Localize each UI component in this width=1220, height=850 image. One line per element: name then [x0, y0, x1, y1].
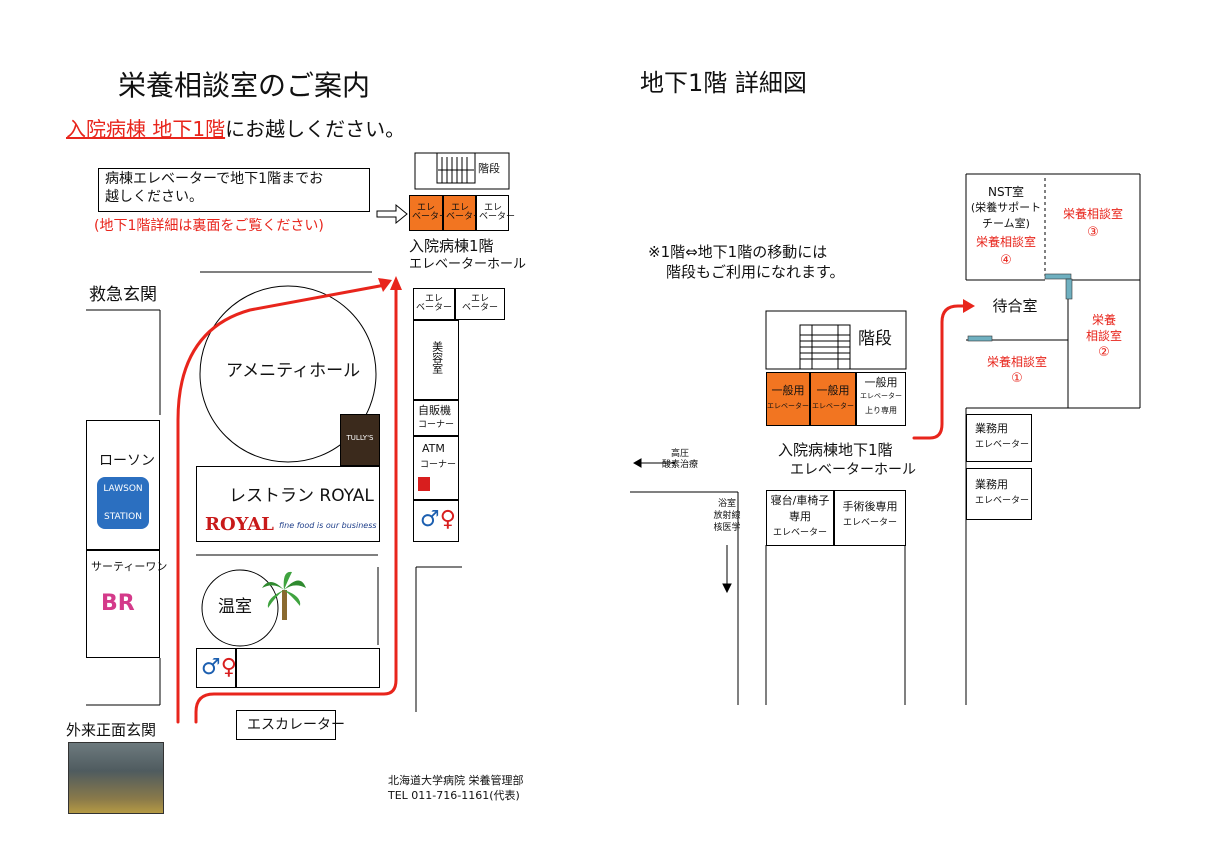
lawson-logo: LAWSON STATION	[97, 477, 149, 529]
bath-line2: 放射線	[713, 511, 741, 521]
thirtyone-store: サーティーワン BR	[86, 550, 167, 658]
lawson-store: ローソン LAWSON STATION	[86, 420, 160, 550]
toilet-left: ♂♀	[196, 648, 237, 688]
general-elevator-2: 一般用 エレベーター	[810, 372, 856, 426]
general-elevator-3: 一般用 エレベーター 上り専用	[856, 372, 906, 426]
left-subtitle: 入院病棟 地下1階にお越しください。	[66, 118, 405, 141]
vending-corner: 自販機 コーナー	[413, 400, 459, 436]
palm-tree-icon	[262, 571, 306, 620]
route-arrow-icon	[176, 283, 968, 724]
toilet-icon: ♂♀	[201, 655, 237, 680]
post-box-icon	[418, 477, 430, 491]
main-entrance-photo	[68, 742, 164, 814]
left-note-box: 病棟エレベーターで地下1階までお 越しください。	[98, 168, 370, 212]
bath-line3: 核医学	[713, 523, 741, 533]
post-op-elevator: 手術後専用 エレベーター	[834, 490, 906, 546]
elevator-hall-1f-line1: 入院病棟1階	[409, 237, 494, 255]
left-elevator-2: エレ ベーター	[443, 195, 482, 231]
footer-dept: 北海道大学病院 栄養管理部	[388, 774, 524, 787]
elevator-hall-b1-line2: エレベーターホール	[790, 462, 916, 478]
right-note-line2: 階段もご利用になれます。	[666, 263, 845, 281]
toilet-right: ♂♀	[413, 500, 459, 542]
consult-room-2-line1: 栄養	[1091, 313, 1116, 327]
elevator-hall-b1-line1: 入院病棟地下1階	[778, 441, 893, 459]
subtitle-highlight: 入院病棟 地下1階	[66, 117, 226, 141]
general-elevator-1: 一般用 エレベーター	[766, 372, 810, 426]
consult-room-4-num: ④	[1000, 253, 1012, 268]
left-elevator-3: エレ ベーター	[476, 195, 515, 231]
right-note-line1: ※1階⇔地下1階の移動には	[648, 243, 828, 261]
nst-room-line2: (栄養サポート	[970, 201, 1042, 214]
consult-room-4: 栄養相談室	[975, 235, 1036, 249]
bed-wheelchair-elevator: 寝台/車椅子 専用 エレベーター	[766, 490, 834, 546]
left-note-line2: 越しください。	[105, 189, 203, 205]
br-logo: BR	[101, 591, 135, 616]
shop-strip	[236, 648, 380, 688]
footer-tel: TEL 011-716-1161(代表)	[388, 789, 520, 802]
beauty-salon: 美容室	[413, 320, 459, 400]
left-elevator-5: エレ ベーター	[455, 288, 505, 320]
service-elevator-1: 業務用 エレベーター	[966, 414, 1032, 462]
left-title: 栄養相談室のご案内	[118, 69, 371, 102]
arrow-right-outline-icon	[376, 203, 408, 225]
amenity-hall-label: アメニティホール	[226, 361, 361, 381]
left-stairs-label: 階段	[478, 162, 500, 175]
escalator: エスカレーター	[236, 710, 345, 740]
consult-room-2-line2: 相談室	[1085, 329, 1122, 343]
restaurant-royal: レストラン ROYAL ROYAL fine food is our busin…	[196, 466, 380, 542]
tullys-logo: TULLY'S	[340, 414, 380, 466]
left-elevator-4: エレ ベーター	[413, 288, 455, 320]
waiting-room: 待合室	[992, 297, 1038, 315]
hyperbaric-line2: 酸素治療	[661, 460, 698, 470]
nst-room-line3: チーム室)	[982, 217, 1030, 230]
left-note-red: (地下1階詳細は裏面をご覧ください)	[94, 218, 324, 234]
amenity-hall-circle	[199, 285, 377, 463]
nst-room-line1: NST室	[988, 185, 1024, 199]
right-stairs-label: 階段	[858, 329, 892, 349]
right-title: 地下1階 詳細図	[640, 69, 807, 97]
consult-room-1-num: ①	[1011, 371, 1023, 386]
consult-room-1: 栄養相談室	[986, 355, 1047, 369]
subtitle-rest: にお越しください。	[225, 117, 406, 141]
consult-room-2-num: ②	[1098, 345, 1110, 360]
greenhouse-label: 温室	[218, 597, 252, 617]
atm-corner: ATM コーナー	[413, 436, 459, 500]
consult-room-3-num: ③	[1087, 225, 1099, 240]
toilet-icon: ♂♀	[420, 507, 456, 532]
left-note-line1: 病棟エレベーターで地下1階までお	[105, 171, 324, 187]
emergency-entrance: 救急玄関	[89, 285, 157, 305]
service-elevator-2: 業務用 エレベーター	[966, 468, 1032, 520]
hyperbaric-line1: 高圧	[670, 449, 689, 459]
bath-line1: 浴室	[717, 499, 736, 509]
greenhouse-circle	[201, 569, 279, 647]
left-elevator-1: エレ ベーター	[409, 195, 448, 231]
main-entrance-label: 外来正面玄関	[66, 721, 157, 739]
consult-room-3: 栄養相談室	[1062, 207, 1123, 221]
elevator-hall-1f-line2: エレベーターホール	[409, 257, 527, 272]
